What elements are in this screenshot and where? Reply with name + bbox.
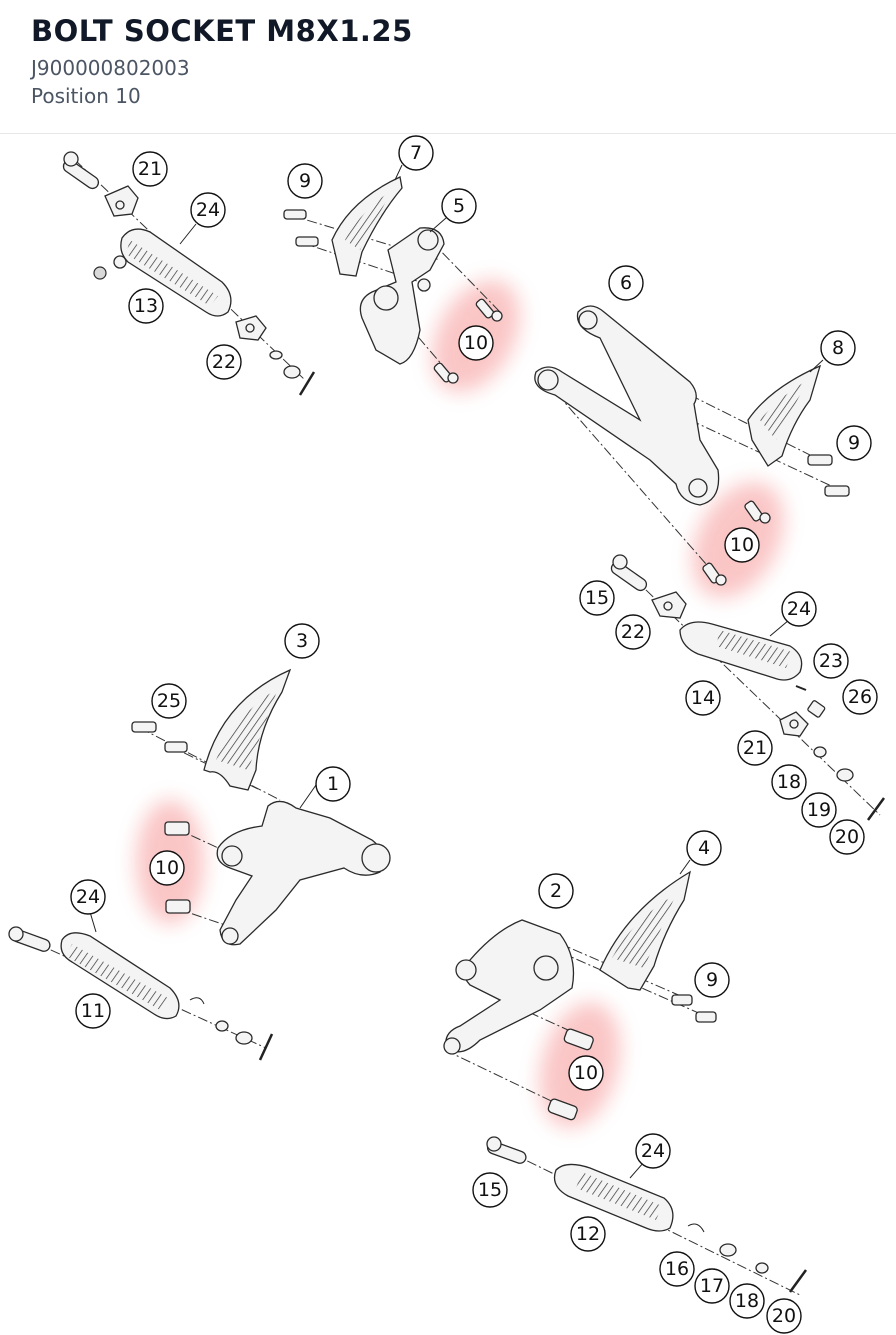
callout-bubble[interactable]: 15 [472,1172,508,1208]
svg-text:19: 19 [807,799,831,821]
callout-bubble[interactable]: 2 [538,873,574,909]
callout-bubble[interactable]: 12 [570,1216,606,1252]
callout-bubble[interactable]: 20 [766,1298,802,1334]
svg-text:1: 1 [327,773,339,795]
callout-bubble[interactable]: 19 [801,792,837,828]
svg-text:8: 8 [832,337,844,359]
callout-bubble[interactable]: 23 [813,643,849,679]
callouts: 21 24 13 22 9 7 5 10 6 8 9 10 15 22 24 2… [70,135,878,1334]
callout-bubble[interactable]: 18 [729,1283,765,1319]
callout-bubble[interactable]: 22 [615,614,651,650]
callout-bubble[interactable]: 10 [149,850,185,886]
part-number: J900000802003 [31,56,190,80]
callout-bubble[interactable]: 20 [829,819,865,855]
callout-bubble[interactable]: 10 [568,1055,604,1091]
callout-bubble[interactable]: 26 [842,679,878,715]
svg-text:10: 10 [464,332,488,354]
footpeg-assembly-bottom [486,1136,808,1296]
callout-bubble[interactable]: 13 [128,288,164,324]
svg-text:25: 25 [157,690,181,712]
svg-text:18: 18 [735,1290,759,1312]
svg-text:22: 22 [212,351,236,373]
leader-lines [89,164,824,1179]
svg-text:26: 26 [848,686,872,708]
callout-bubble[interactable]: 24 [781,591,817,627]
svg-text:21: 21 [138,158,162,180]
svg-text:4: 4 [698,837,710,859]
svg-text:21: 21 [743,737,767,759]
bracket-assembly-bottom-right [443,870,717,1121]
svg-text:3: 3 [296,630,308,652]
callout-bubble[interactable]: 21 [737,730,773,766]
rearset-arm-right [534,305,850,586]
svg-text:9: 9 [848,432,860,454]
callout-bubble[interactable]: 10 [724,527,760,563]
callout-bubble[interactable]: 9 [287,163,323,199]
callout-bubble[interactable]: 1 [315,766,351,802]
footpeg-assembly-right [610,554,886,821]
callout-bubble[interactable]: 3 [284,623,320,659]
callout-bubble[interactable]: 25 [151,683,187,719]
svg-text:24: 24 [196,199,220,221]
svg-text:2: 2 [550,880,562,902]
svg-text:10: 10 [574,1062,598,1084]
callout-bubble[interactable]: 21 [132,151,168,187]
svg-text:14: 14 [691,687,715,709]
header: BOLT SOCKET M8X1.25 J900000802003 Positi… [0,0,896,134]
callout-bubble[interactable]: 24 [70,879,106,915]
bracket-assembly-top-center [283,176,503,384]
svg-text:24: 24 [641,1140,665,1162]
exploded-parts-diagram: 21 24 13 22 9 7 5 10 6 8 9 10 15 22 24 2… [8,135,886,1334]
svg-text:7: 7 [410,142,422,164]
rearset-arm-left [131,668,391,946]
svg-text:5: 5 [453,195,465,217]
callout-bubble[interactable]: 10 [458,325,494,361]
svg-text:24: 24 [76,886,100,908]
callout-bubble[interactable]: 16 [659,1251,695,1287]
svg-text:22: 22 [621,621,645,643]
callout-bubble[interactable]: 6 [608,265,644,301]
svg-text:16: 16 [665,1258,689,1280]
part-position: Position 10 [31,84,141,108]
footpeg-assembly-bottom-left [8,926,274,1061]
svg-text:24: 24 [787,598,811,620]
svg-text:9: 9 [706,969,718,991]
callout-bubble[interactable]: 5 [441,188,477,224]
svg-text:11: 11 [81,1000,105,1022]
svg-text:15: 15 [478,1179,502,1201]
callout-bubble[interactable]: 4 [686,830,722,866]
svg-text:9: 9 [299,170,311,192]
callout-bubble[interactable]: 7 [398,135,434,171]
callout-bubble[interactable]: 24 [635,1133,671,1169]
callout-bubble[interactable]: 24 [190,192,226,228]
callout-bubble[interactable]: 9 [694,962,730,998]
svg-text:6: 6 [620,272,632,294]
svg-text:20: 20 [835,826,859,848]
callout-bubble[interactable]: 17 [694,1268,730,1304]
svg-text:17: 17 [700,1275,724,1297]
part-title: BOLT SOCKET M8X1.25 [31,14,413,48]
svg-text:18: 18 [777,771,801,793]
footpeg-assembly-top-left [62,151,316,396]
svg-text:13: 13 [134,295,158,317]
callout-bubble[interactable]: 15 [579,580,615,616]
svg-text:10: 10 [155,857,179,879]
callout-bubble[interactable]: 11 [75,993,111,1029]
svg-text:23: 23 [819,650,843,672]
svg-text:15: 15 [585,587,609,609]
callout-bubble[interactable]: 18 [771,764,807,800]
svg-text:20: 20 [772,1305,796,1327]
callout-bubble[interactable]: 8 [820,330,856,366]
callout-bubble[interactable]: 14 [685,680,721,716]
callout-bubble[interactable]: 9 [836,425,872,461]
svg-text:12: 12 [576,1223,600,1245]
callout-bubble[interactable]: 22 [206,344,242,380]
svg-text:10: 10 [730,534,754,556]
